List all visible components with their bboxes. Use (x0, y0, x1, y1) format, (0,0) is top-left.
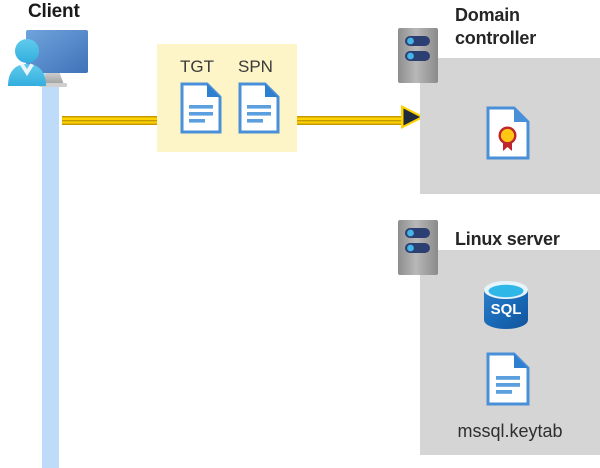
svg-text:SQL: SQL (491, 301, 522, 318)
sql-database-icon: SQL (481, 279, 531, 331)
linux-server-icon (398, 220, 438, 275)
domain-controller-title: Domain controller (455, 4, 600, 50)
domain-controller-server-icon (398, 28, 438, 83)
certificate-document-icon (486, 106, 530, 160)
user-monitor-icon (6, 28, 92, 90)
spn-label: SPN (238, 57, 273, 76)
message-arrow-head (400, 104, 426, 130)
client-label: Client (28, 1, 80, 22)
linux-server-title: Linux server (455, 229, 560, 249)
domain-controller-title-line1: Domain (455, 5, 520, 25)
keytab-document-icon (486, 352, 530, 406)
domain-controller-title-line2: controller (455, 28, 537, 49)
client-lifeline (42, 70, 59, 468)
tgt-document-icon (180, 82, 222, 134)
keytab-filename-label: mssql.keytab (457, 421, 563, 441)
tgt-label: TGT (180, 57, 214, 76)
spn-document-icon (238, 82, 280, 134)
